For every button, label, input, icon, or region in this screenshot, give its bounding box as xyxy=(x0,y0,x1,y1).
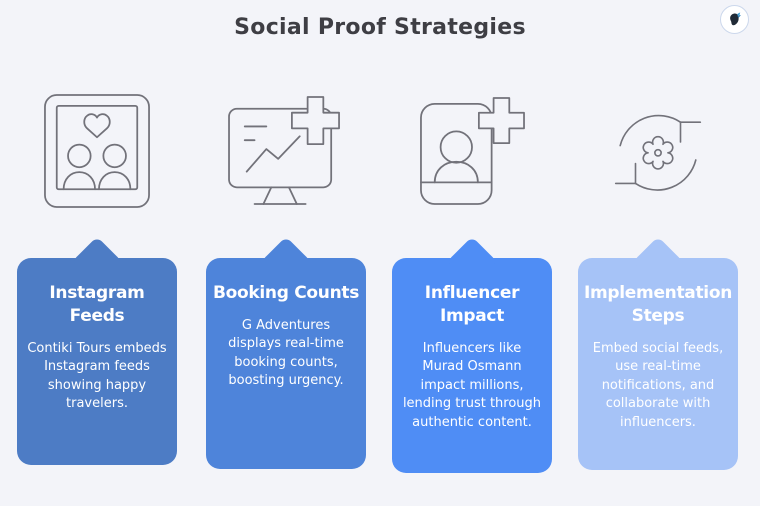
sync-gear-icon xyxy=(578,92,738,210)
strategy-card: Implementation Steps Embed social feeds,… xyxy=(578,258,738,470)
brand-badge xyxy=(720,5,749,34)
card-heading: Instagram Feeds xyxy=(49,283,145,326)
card-body: G Adventures displays real-time booking … xyxy=(228,317,344,389)
card-body: Contiki Tours embeds Instagram feeds sho… xyxy=(27,340,167,412)
profile-card-plus-icon xyxy=(392,92,552,210)
card-body: Embed social feeds, use real-time notifi… xyxy=(592,340,724,430)
strategy-card: Instagram Feeds Contiki Tours embeds Ins… xyxy=(17,258,177,465)
strategy-card: Booking Counts G Adventures displays rea… xyxy=(206,258,366,469)
card-body: Influencers like Murad Osmann impact mil… xyxy=(402,340,542,430)
monitor-chart-plus-icon xyxy=(206,92,366,210)
card-heading: Booking Counts xyxy=(212,283,360,303)
page-title: Social Proof Strategies xyxy=(234,15,526,40)
strategy-card: Influencer Impact Influencers like Murad… xyxy=(392,258,552,473)
card-heading: Influencer Impact xyxy=(424,283,520,326)
head-butterfly-logo-icon xyxy=(725,10,744,29)
card-heading: Implementation Steps xyxy=(583,283,733,326)
photo-frame-heart-people-icon xyxy=(17,92,177,210)
